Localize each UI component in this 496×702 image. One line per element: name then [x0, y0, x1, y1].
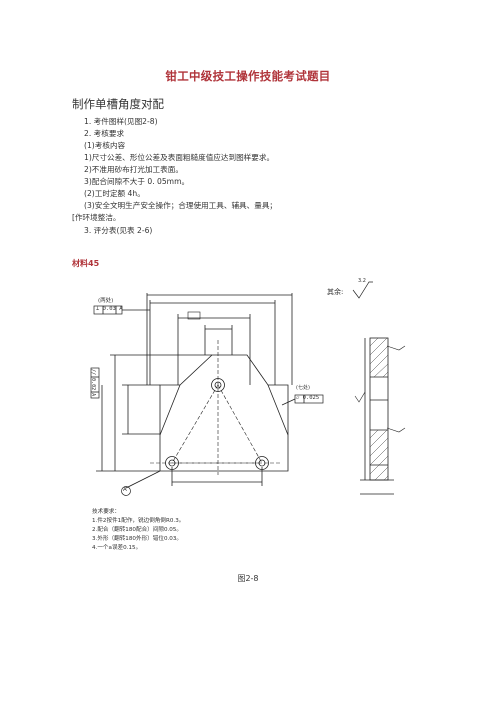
parallel-datum: A [90, 393, 96, 397]
text-line: [作环境整洁。 [72, 213, 121, 222]
text-line: 3. 评分表(见表 2-6) [84, 226, 153, 235]
material-label: 材料45 [72, 259, 100, 268]
parallel-symbol: // [90, 369, 96, 376]
roughness-other-value: 3.2 [358, 278, 366, 284]
part-outline [159, 354, 289, 472]
text-line: 1)尺寸公差、形位公差及表面粗糙度值应达到图样要求。 [84, 153, 275, 162]
tech-req-item: 1.件2按件1配作，锐边倒角倒R0.3。 [92, 518, 185, 524]
tech-req-item: 3.外形（翻转180外形）错位0.03。 [92, 536, 183, 542]
perpendicular-datum: A [119, 306, 123, 312]
flatness-symbol: ▱ [296, 395, 300, 401]
tech-req-title: 技术要求： [92, 509, 120, 515]
text-line: (2)工时定额 4h。 [84, 189, 145, 198]
datum-label: A [123, 487, 127, 493]
flatness-frame: ▱ 0.025 [296, 395, 319, 401]
seven-places-note: (七处) [296, 385, 310, 391]
perpendicular-symbol: ⊥ [96, 306, 100, 312]
perpendicular-frame: ⊥ 0.03 A [96, 306, 123, 312]
text-line: 2)不准用砂布打光加工表面。 [84, 165, 183, 174]
document-title: 钳工中级技工操作技能考试题目 [165, 69, 331, 83]
section-heading: 制作单槽角度对配 [72, 97, 164, 111]
text-line: (3)安全文明生产安全操作；合理使用工具、辅具、量具； [84, 201, 278, 210]
perpendicular-value: 0.03 [102, 306, 116, 312]
tech-req-item: 2.配合（翻转180配合）间隙0.05。 [92, 527, 183, 533]
text-line: 1. 考件图样(见图2-8) [84, 117, 158, 126]
parallel-value: 0.02 [90, 378, 96, 391]
flatness-value: 0.025 [302, 395, 320, 401]
text-line: 2. 考核要求 [84, 129, 125, 138]
roughness-other-label: 其余: [327, 288, 344, 296]
text-line: (1)考核内容 [84, 141, 126, 150]
parallel-frame: // 0.02 A [90, 369, 96, 396]
text-line: 3)配合间隙不大于 0. 05mm。 [84, 177, 190, 186]
tech-req-item: 4.一个a误差0.15。 [92, 545, 142, 551]
figure-caption: 图2-8 [237, 574, 259, 583]
two-places-note: (两处) [98, 298, 114, 304]
